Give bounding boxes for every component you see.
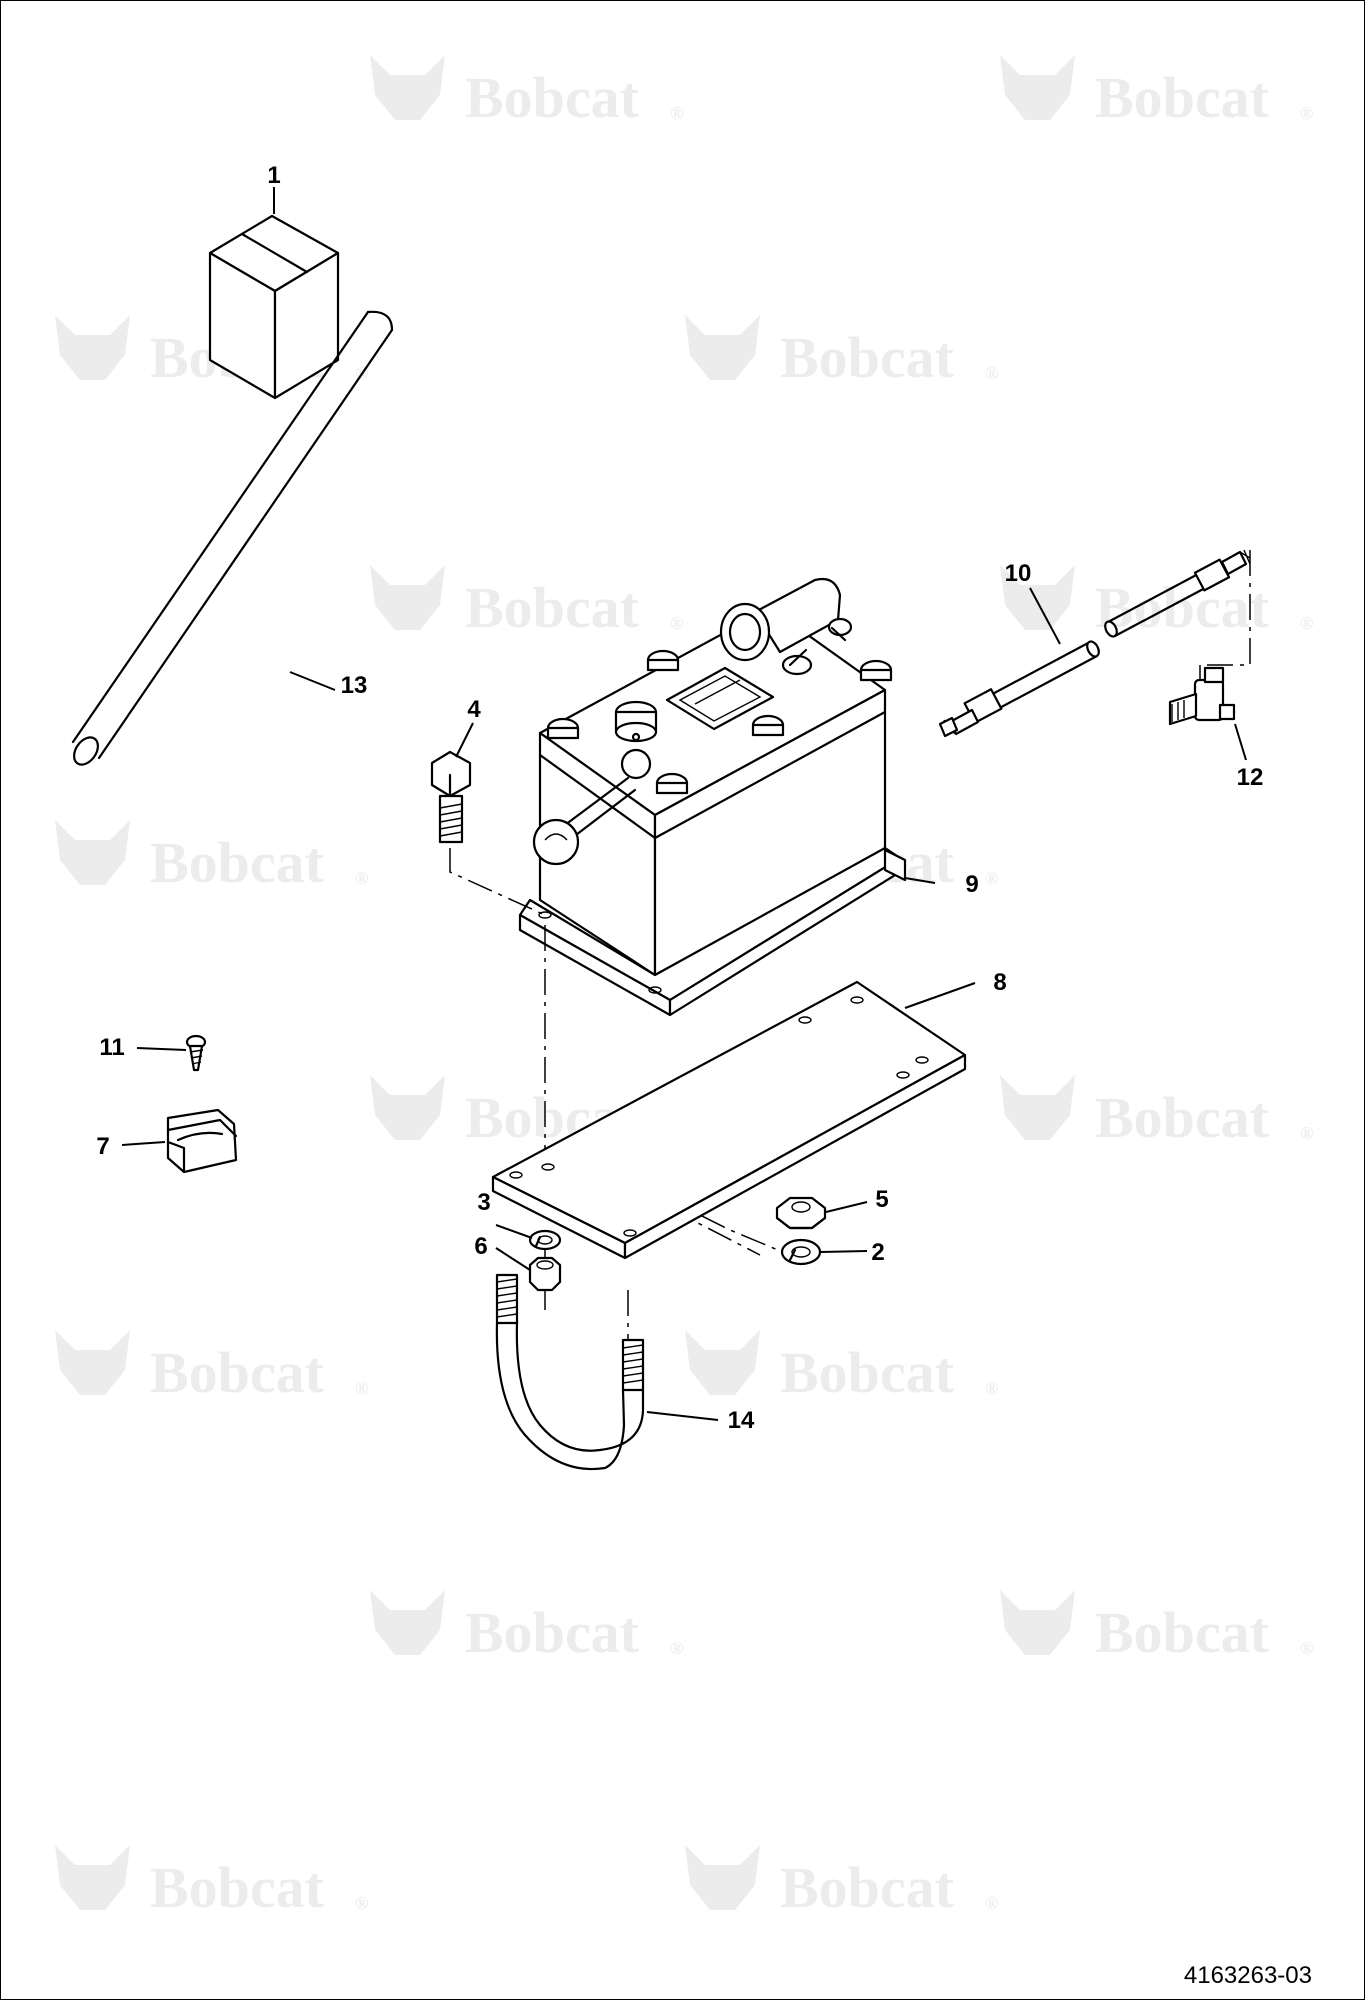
watermark: Bobcat ® — [55, 1845, 368, 1920]
bobcat-logo-icon — [370, 1075, 445, 1140]
callout-7: 7 — [96, 1133, 109, 1160]
watermark-text: Bobcat — [465, 65, 640, 130]
bobcat-logo-icon — [55, 315, 130, 380]
watermark: Bobcat ® — [1000, 1075, 1313, 1150]
callout-11: 11 — [99, 1034, 124, 1061]
lid-bolts — [546, 649, 893, 795]
watermark: Bobcat ® — [55, 1330, 368, 1405]
watermark-text: Bobcat — [465, 1600, 640, 1665]
callout-14: 14 — [728, 1407, 755, 1434]
watermark-registered-mark: ® — [670, 1638, 683, 1658]
watermark-registered-mark: ® — [1300, 1638, 1313, 1658]
bobcat-logo-icon — [1000, 565, 1075, 630]
callout-8: 8 — [993, 969, 1006, 996]
part-6-nut — [528, 1256, 562, 1292]
bobcat-logo-icon — [370, 1590, 445, 1655]
callout-6: 6 — [474, 1233, 487, 1260]
bobcat-logo-icon — [685, 1330, 760, 1395]
watermark-registered-mark: ® — [355, 1893, 368, 1913]
callout-labels: 1 2 3 4 5 6 7 8 9 10 11 12 13 14 — [96, 162, 1263, 1434]
watermark: Bobcat ® — [370, 1590, 683, 1665]
part-3-lock-washer — [528, 1229, 562, 1251]
part-12-tee-fitting — [1168, 550, 1251, 726]
watermark-registered-mark: ® — [355, 868, 368, 888]
watermark-text: Bobcat — [1095, 1600, 1270, 1665]
watermark-text: Bobcat — [780, 325, 955, 390]
callout-2: 2 — [871, 1239, 884, 1266]
watermark: Bobcat ® — [685, 1330, 998, 1405]
watermark-registered-mark: ® — [355, 1378, 368, 1398]
watermark: Bobcat ® — [370, 55, 683, 130]
watermark-registered-mark: ® — [1300, 613, 1313, 633]
watermark: Bobcat ® — [685, 1845, 998, 1920]
bobcat-logo-icon — [55, 1845, 130, 1910]
part-13-rod — [71, 310, 394, 766]
watermark-text: Bobcat — [780, 1855, 955, 1920]
part-9-valve-body — [518, 577, 907, 1017]
document-number: 4163263-03 — [1184, 1962, 1312, 1989]
watermark-registered-mark: ® — [985, 868, 998, 888]
part-4-bolt — [430, 750, 472, 844]
watermark-text: Bobcat — [150, 830, 325, 895]
bobcat-logo-icon — [55, 820, 130, 885]
watermark-registered-mark: ® — [985, 1378, 998, 1398]
callout-13: 13 — [341, 672, 368, 699]
watermark-text: Bobcat — [150, 1855, 325, 1920]
bobcat-logo-icon — [1000, 1590, 1075, 1655]
watermark-text: Bobcat — [1095, 1085, 1270, 1150]
bobcat-logo-icon — [55, 1330, 130, 1395]
callout-12: 12 — [1237, 764, 1264, 791]
watermark: Bobcat ® — [55, 820, 368, 895]
part-8-mounting-plate — [491, 980, 967, 1260]
part-2-washer — [780, 1238, 822, 1266]
bobcat-logo-icon — [370, 55, 445, 120]
part-1-box — [208, 214, 340, 400]
watermark-text: Bobcat — [150, 1340, 325, 1405]
bobcat-logo-icon — [1000, 55, 1075, 120]
bobcat-logo-icon — [685, 315, 760, 380]
watermark: Bobcat ® — [685, 315, 998, 390]
bobcat-logo-icon — [370, 565, 445, 630]
callout-leaders — [121, 187, 1247, 1421]
watermark-text: Bobcat — [465, 575, 640, 640]
watermark-registered-mark: ® — [1300, 1123, 1313, 1143]
callout-3: 3 — [477, 1189, 490, 1216]
watermark-registered-mark: ® — [670, 613, 683, 633]
watermark-text: Bobcat — [1095, 575, 1270, 640]
watermark: Bobcat ® — [1000, 565, 1313, 640]
part-10-hose — [938, 549, 1251, 738]
watermark-registered-mark: ® — [670, 103, 683, 123]
bobcat-logo-icon — [1000, 1075, 1075, 1140]
watermark-text: Bobcat — [1095, 65, 1270, 130]
part-11-screw — [185, 1034, 207, 1072]
bobcat-logo-icon — [685, 1845, 760, 1910]
watermark-registered-mark: ® — [985, 1893, 998, 1913]
part-14-u-bolt — [495, 1273, 645, 1471]
watermark: Bobcat ® — [1000, 55, 1313, 130]
watermark: Bobcat ® — [370, 565, 683, 640]
callout-9: 9 — [965, 871, 978, 898]
watermark-registered-mark: ® — [1300, 103, 1313, 123]
callout-4: 4 — [467, 696, 481, 723]
watermark-registered-mark: ® — [985, 363, 998, 383]
part-7-clip — [166, 1108, 238, 1174]
callout-1: 1 — [267, 162, 280, 189]
watermark: Bobcat ® — [1000, 1590, 1313, 1665]
part-5-nut — [775, 1196, 827, 1230]
callout-10: 10 — [1005, 560, 1032, 587]
callout-5: 5 — [875, 1186, 888, 1213]
watermark-text: Bobcat — [780, 1340, 955, 1405]
